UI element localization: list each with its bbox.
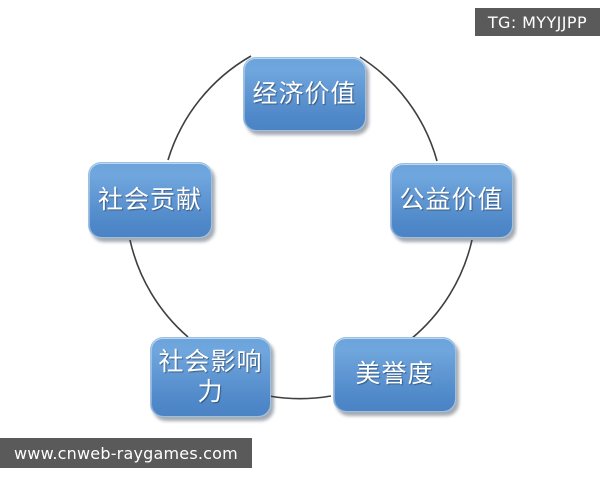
tg-badge: TG: MYYJJPP <box>474 8 600 36</box>
node-label: 美誉度 <box>355 359 434 389</box>
site-watermark-text: www.cnweb-raygames.com <box>14 443 238 463</box>
diagram-node-social-influence[interactable]: 社会影响 力 <box>150 337 271 417</box>
node-label: 社会影响 力 <box>158 346 263 407</box>
site-watermark: www.cnweb-raygames.com <box>0 438 252 468</box>
node-label: 经济价值 <box>252 78 357 108</box>
connector-arc-bottomleft-left <box>129 239 189 338</box>
node-label: 公益价值 <box>399 185 504 215</box>
connector-arc-left-top <box>167 55 252 161</box>
node-label: 社会贡献 <box>97 184 202 214</box>
diagram-node-reputation[interactable]: 美誉度 <box>333 337 456 412</box>
connector-arc-top-right <box>359 56 438 162</box>
connector-arc-right-bottomright <box>410 239 473 340</box>
diagram-node-social-contribution[interactable]: 社会贡献 <box>88 162 212 238</box>
connector-arc-bottomright-bottomleft <box>268 395 332 400</box>
diagram-node-economic-value[interactable]: 经济价值 <box>243 57 366 131</box>
tg-badge-text: TG: MYYJJPP <box>487 12 587 32</box>
diagram-node-public-welfare[interactable]: 公益价值 <box>390 163 513 238</box>
